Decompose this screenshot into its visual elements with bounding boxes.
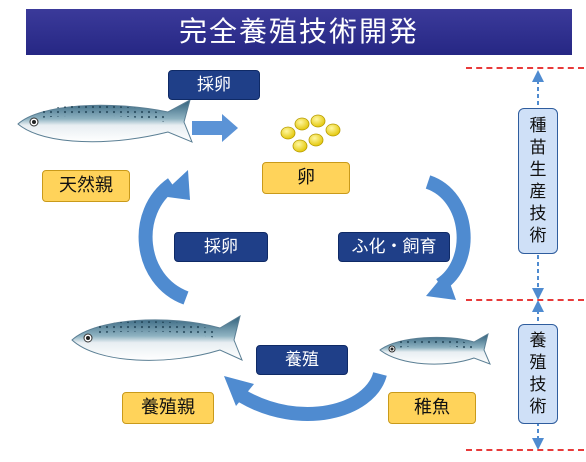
- label-wild-parent: 天然親: [42, 170, 130, 202]
- label-juvenile: 稚魚: [388, 392, 476, 424]
- side-char: 術: [529, 226, 547, 246]
- label-egg-collection-top: 採卵: [168, 70, 260, 100]
- label-egg-collection-left: 採卵: [174, 232, 268, 262]
- separator-bottom: [466, 449, 584, 451]
- seedling-production-tech-box: 種 苗 生 産 技 術: [518, 108, 558, 254]
- label-farmed-parent: 養殖親: [122, 392, 214, 424]
- curved-arrow-right: [425, 175, 471, 300]
- wild-mackerel-fish: [17, 98, 193, 143]
- culture-tech-box: 養 殖 技 術: [518, 324, 558, 424]
- side-char: 技: [529, 375, 547, 395]
- page-title: 完全養殖技術開発: [26, 9, 572, 55]
- label-culture: 養殖: [256, 345, 348, 375]
- farmed-mackerel-fish: [71, 314, 243, 361]
- separator-middle: [466, 299, 584, 301]
- side-char: 種: [529, 116, 547, 136]
- curved-arrow-bottom: [224, 371, 387, 421]
- side-char: 術: [529, 397, 547, 417]
- eggs-icon: [280, 114, 341, 153]
- side-char: 苗: [529, 138, 547, 158]
- side-char: 生: [529, 160, 547, 180]
- side-char: 技: [529, 204, 547, 224]
- label-egg: 卵: [262, 162, 350, 194]
- side-char: 産: [529, 182, 547, 202]
- curved-arrow-left: [138, 170, 190, 305]
- side-char: 殖: [529, 353, 547, 373]
- label-hatch-feed: ふ化・飼育: [338, 232, 450, 262]
- juvenile-mackerel-fish: [379, 332, 491, 365]
- side-char: 養: [529, 331, 547, 351]
- right-arrow-icon: [192, 114, 238, 142]
- separator-top: [466, 67, 584, 69]
